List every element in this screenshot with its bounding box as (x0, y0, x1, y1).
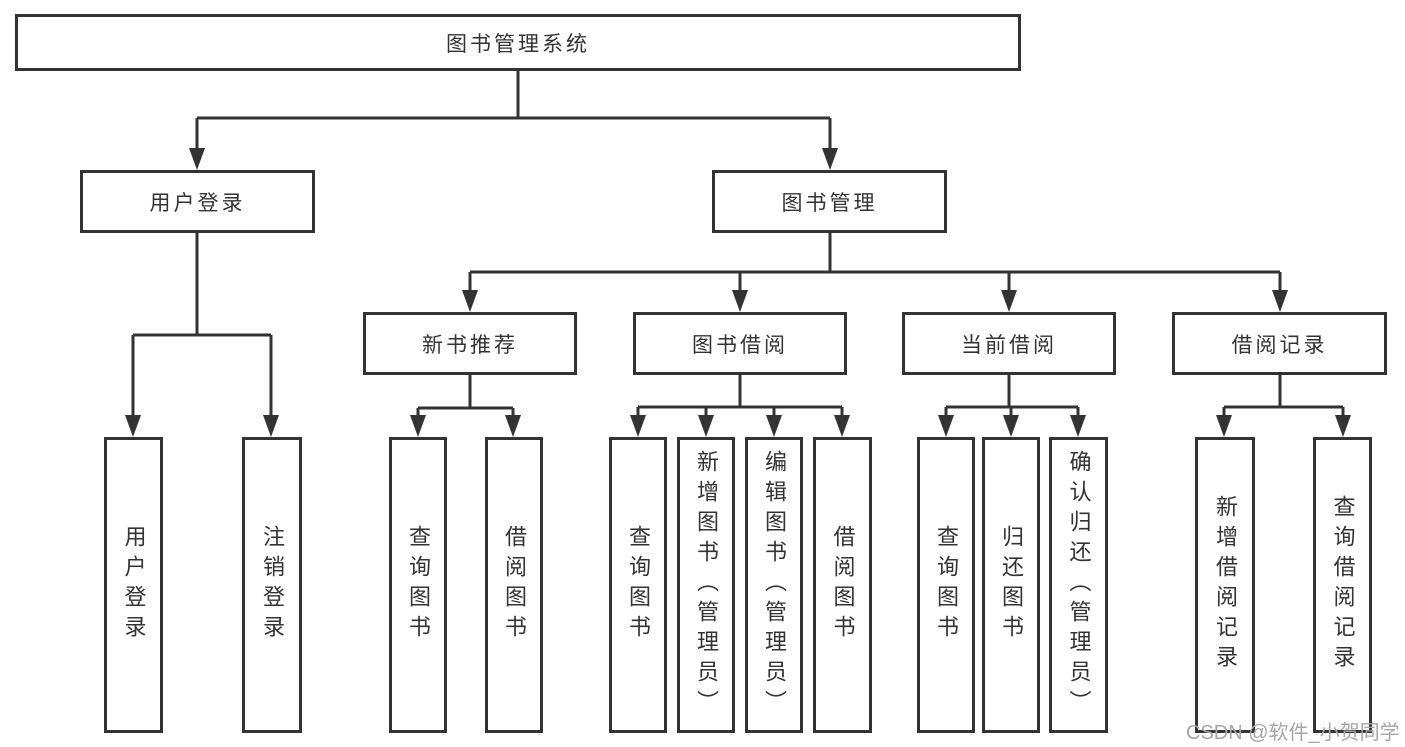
leaf-borrow-books-borrowing: 借阅图书 (813, 437, 872, 733)
node-label: 借阅记录 (1231, 333, 1328, 357)
leaf-label: 查询借阅记录 (1330, 495, 1356, 675)
leaf-label: 编辑图书（管理员） (762, 450, 787, 720)
leaf-label: 确认归还（管理员） (1066, 450, 1092, 720)
leaf-query-books-current: 查询图书 (917, 437, 975, 733)
node-label: 用户登录 (149, 191, 246, 215)
arrow-down-icon (1001, 290, 1017, 312)
leaf-label: 新增图书（管理员） (694, 450, 719, 720)
leaf-query-borrow-record: 查询借阅记录 (1313, 437, 1372, 733)
leaf-label: 查询图书 (626, 525, 651, 645)
arrow-down-icon (125, 415, 141, 437)
arrow-down-icon (630, 415, 646, 437)
leaf-user-login: 用户登录 (104, 437, 163, 733)
arrow-down-icon (1216, 415, 1232, 437)
leaf-confirm-return-admin: 确认归还（管理员） (1049, 437, 1108, 733)
node-book-management-branch: 图书管理 (712, 170, 947, 233)
arrow-down-icon (834, 415, 850, 437)
leaf-label: 查询图书 (934, 525, 959, 645)
leaf-label: 新增借阅记录 (1213, 495, 1238, 675)
arrow-down-icon (505, 415, 521, 437)
leaf-return-book: 归还图书 (982, 437, 1040, 733)
arrow-down-icon (462, 290, 478, 312)
leaf-borrow-books-recommend: 借阅图书 (485, 437, 543, 733)
node-book-borrowing: 图书借阅 (633, 312, 847, 375)
arrow-down-icon (732, 290, 748, 312)
arrow-down-icon (263, 415, 279, 437)
node-user-login-branch: 用户登录 (80, 170, 315, 233)
leaf-label: 归还图书 (999, 525, 1024, 645)
arrow-down-icon (1003, 415, 1019, 437)
leaf-logout: 注销登录 (242, 437, 302, 733)
arrow-down-icon (1272, 290, 1288, 312)
leaf-edit-book-admin: 编辑图书（管理员） (745, 437, 803, 733)
node-current-borrowing: 当前借阅 (902, 312, 1116, 375)
node-borrowing-records: 借阅记录 (1172, 312, 1387, 375)
leaf-query-books-recommend: 查询图书 (389, 437, 447, 733)
arrow-down-icon (1070, 415, 1086, 437)
node-label: 当前借阅 (961, 333, 1057, 357)
node-label: 图书管理系统 (446, 32, 590, 56)
node-root-system: 图书管理系统 (15, 14, 1021, 71)
node-label: 图书借阅 (692, 333, 788, 357)
leaf-add-borrow-record: 新增借阅记录 (1195, 437, 1255, 733)
arrow-down-icon (410, 415, 426, 437)
arrow-down-icon (938, 415, 954, 437)
leaf-label: 用户登录 (121, 525, 147, 645)
arrow-down-icon (822, 148, 838, 170)
arrowheads-group (125, 148, 1351, 437)
csdn-watermark: CSDN @软件_小贺同学 (1186, 722, 1400, 744)
arrow-down-icon (1335, 415, 1351, 437)
node-label: 图书管理 (781, 191, 878, 215)
leaf-label: 借阅图书 (830, 525, 856, 645)
leaf-label: 注销登录 (260, 525, 285, 645)
connector-line (131, 70, 1345, 419)
arrow-down-icon (189, 148, 205, 170)
node-label: 新书推荐 (422, 333, 518, 357)
leaf-label: 借阅图书 (502, 525, 527, 645)
leaf-add-book-admin: 新增图书（管理员） (677, 437, 735, 733)
leaf-query-books-borrowing: 查询图书 (609, 437, 667, 733)
leaf-label: 查询图书 (406, 525, 431, 645)
arrow-down-icon (698, 415, 714, 437)
node-new-book-recommendation: 新书推荐 (363, 312, 577, 375)
arrow-down-icon (766, 415, 782, 437)
